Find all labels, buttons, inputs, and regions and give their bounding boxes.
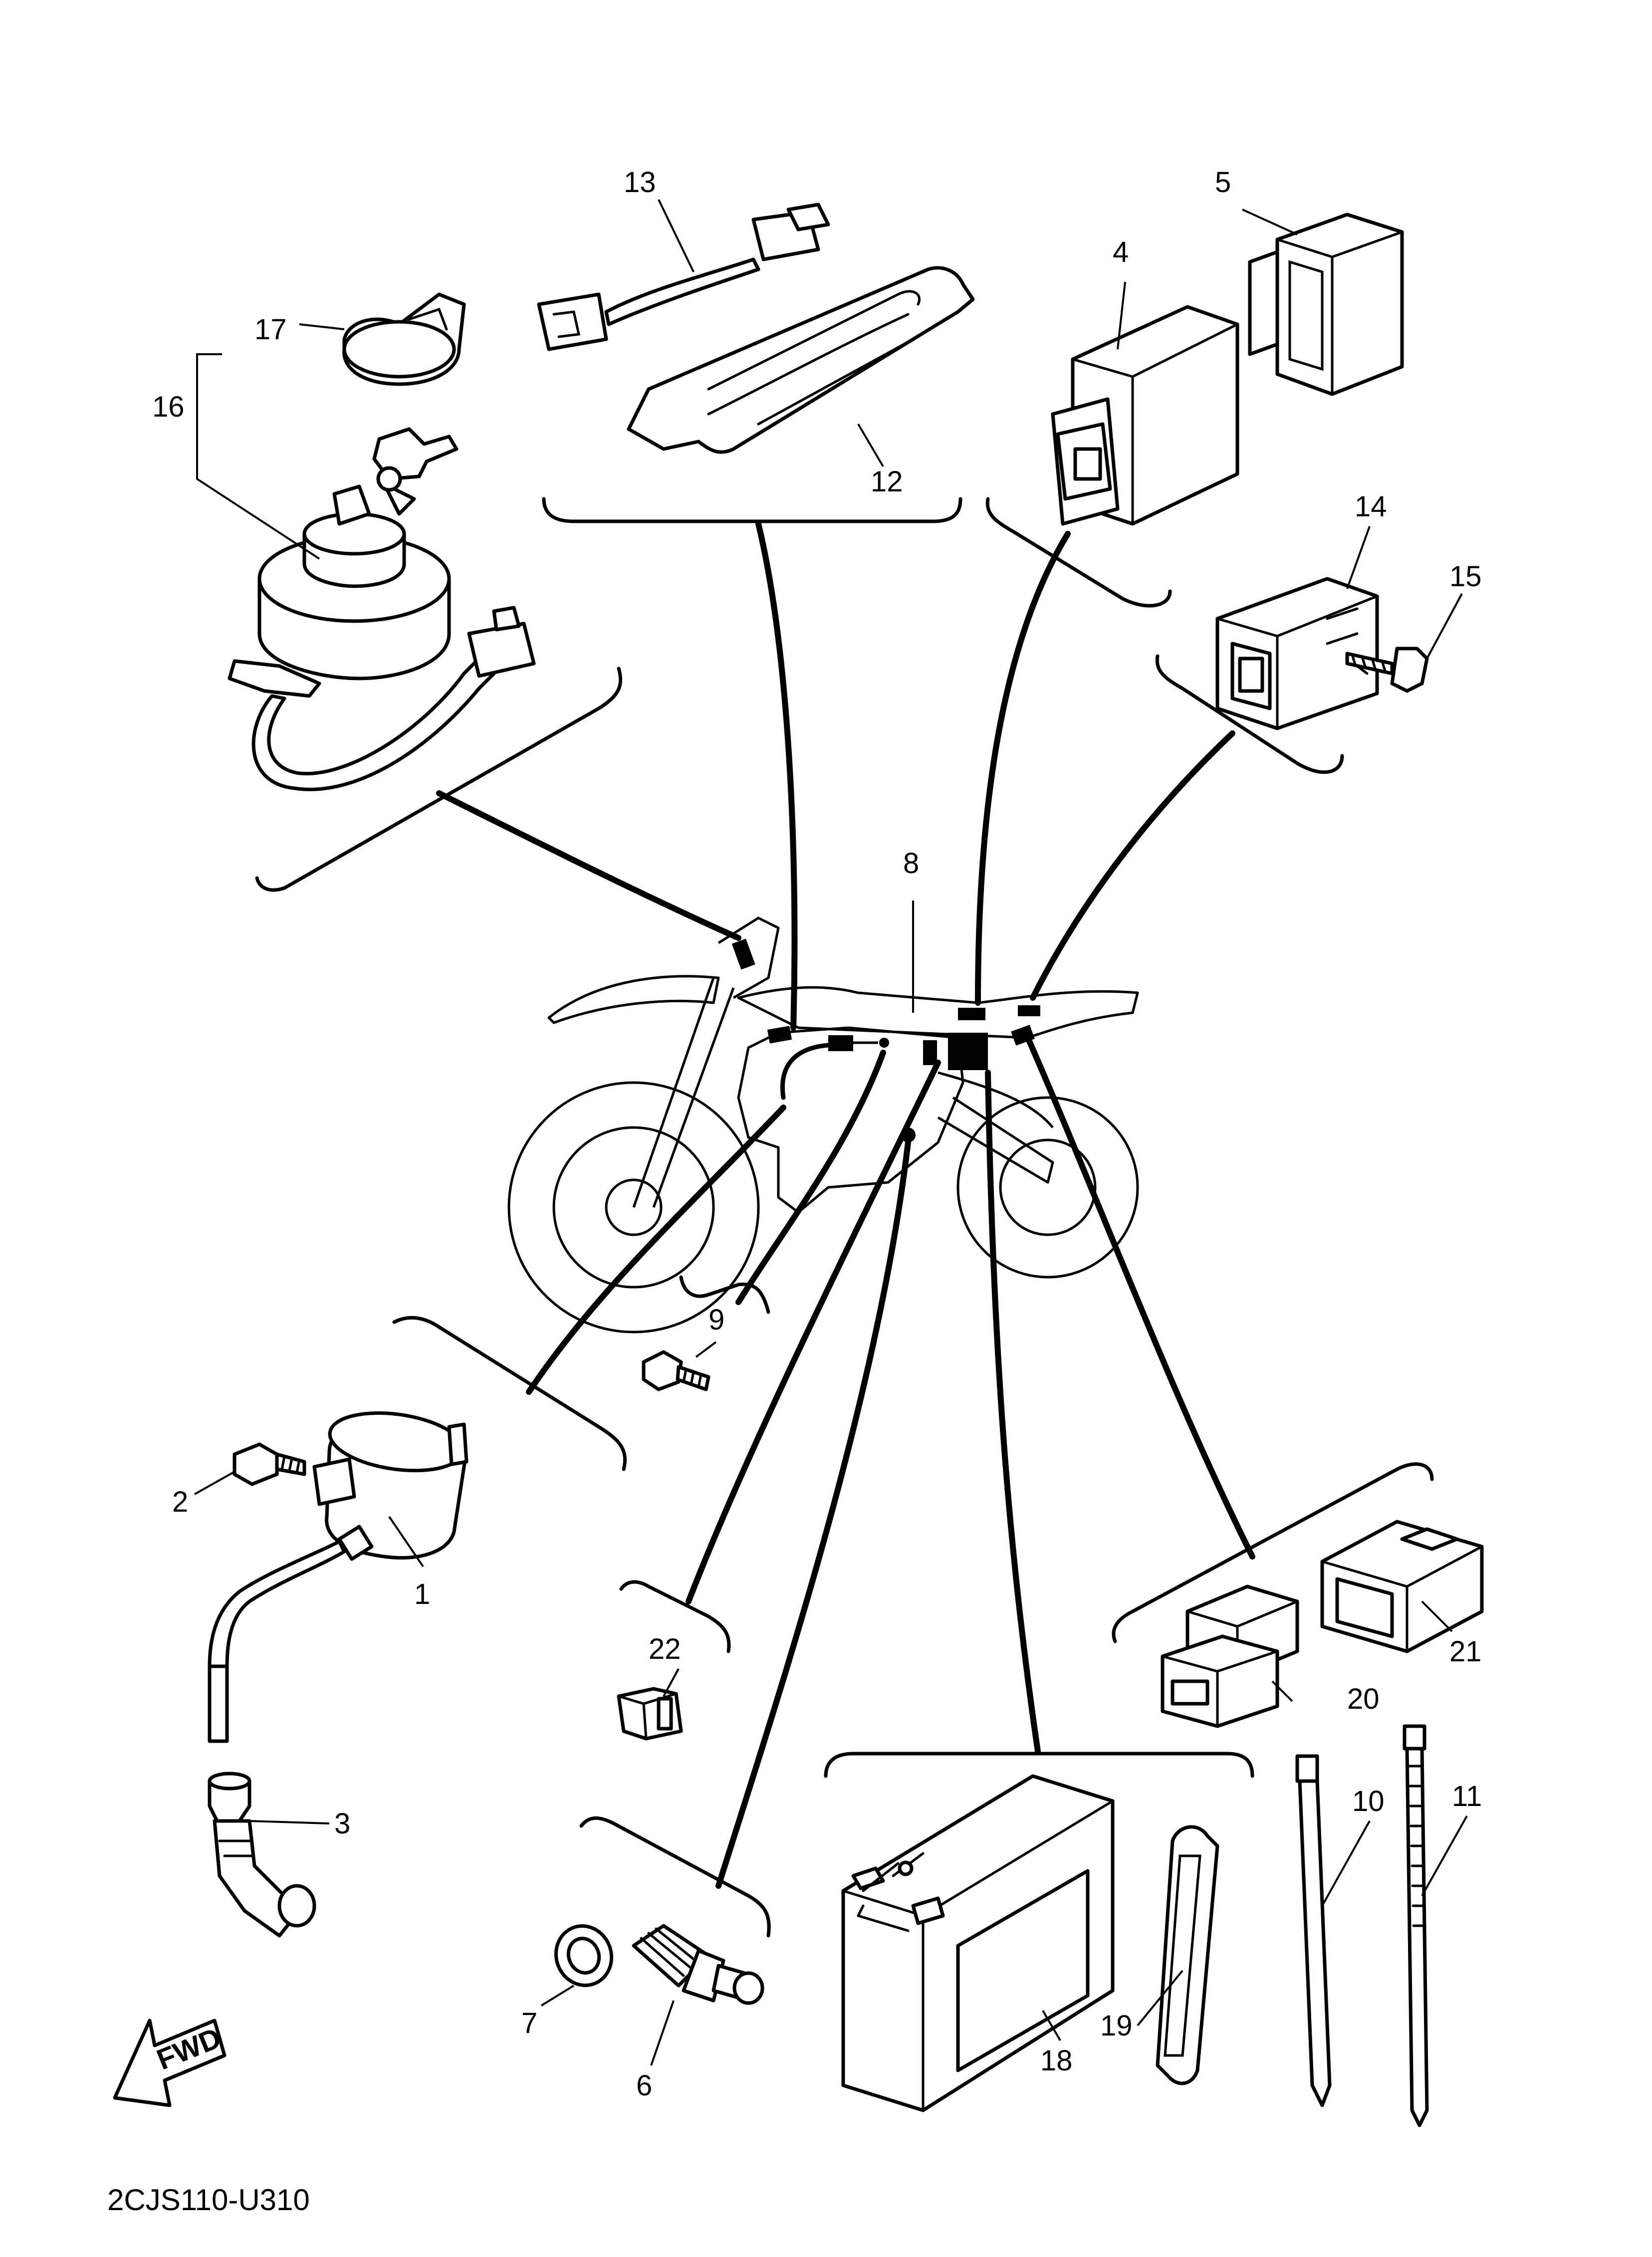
group-brackets <box>255 497 1434 1938</box>
plate-and-lead-assembly <box>537 203 975 454</box>
connector-assembly <box>1161 1520 1484 1728</box>
callout-18: 18 <box>1040 2044 1073 2077</box>
callout-16: 16 <box>152 391 185 423</box>
callout-13: 13 <box>624 166 656 199</box>
callout-1: 1 <box>414 1578 430 1610</box>
relay-assembly <box>1215 577 1429 730</box>
ignition-coil-assembly <box>208 1411 469 1938</box>
fuse <box>617 1687 683 1741</box>
callout-2: 2 <box>172 1486 188 1518</box>
callout-leaders <box>194 199 1468 2066</box>
bolt-9 <box>642 1350 710 1391</box>
callout-17: 17 <box>254 313 287 346</box>
callout-19: 19 <box>1100 2010 1133 2042</box>
callout-4: 4 <box>1113 236 1129 268</box>
cable-ties <box>1295 1724 1429 2127</box>
callout-6: 6 <box>636 2069 652 2102</box>
fwd-arrow: FWD <box>113 2019 227 2107</box>
callout-3: 3 <box>334 1807 350 1840</box>
callout-8: 8 <box>903 847 919 880</box>
battery-assembly <box>841 1774 1219 2112</box>
cover <box>1248 213 1404 396</box>
callout-20: 20 <box>1347 1683 1380 1715</box>
leader-wires <box>436 521 1255 1889</box>
callout-labels: 1 2 3 4 5 6 7 8 9 10 11 12 13 14 15 16 1… <box>152 166 1482 2102</box>
cdi-unit <box>1051 305 1239 526</box>
callout-10: 10 <box>1352 1785 1385 1817</box>
callout-21: 21 <box>1449 1635 1482 1668</box>
callout-5: 5 <box>1215 166 1231 199</box>
main-switch-assembly <box>196 292 536 791</box>
callout-7: 7 <box>521 2007 537 2039</box>
callout-12: 12 <box>871 465 903 498</box>
callout-14: 14 <box>1355 490 1387 523</box>
callout-9: 9 <box>708 1304 724 1336</box>
diagram-code: 2CJS110-U310 <box>107 2183 310 2217</box>
callout-22: 22 <box>649 1633 681 1665</box>
callout-11: 11 <box>1452 1780 1482 1812</box>
callout-15: 15 <box>1449 560 1482 593</box>
neutral-switch-assembly <box>554 1924 764 2005</box>
